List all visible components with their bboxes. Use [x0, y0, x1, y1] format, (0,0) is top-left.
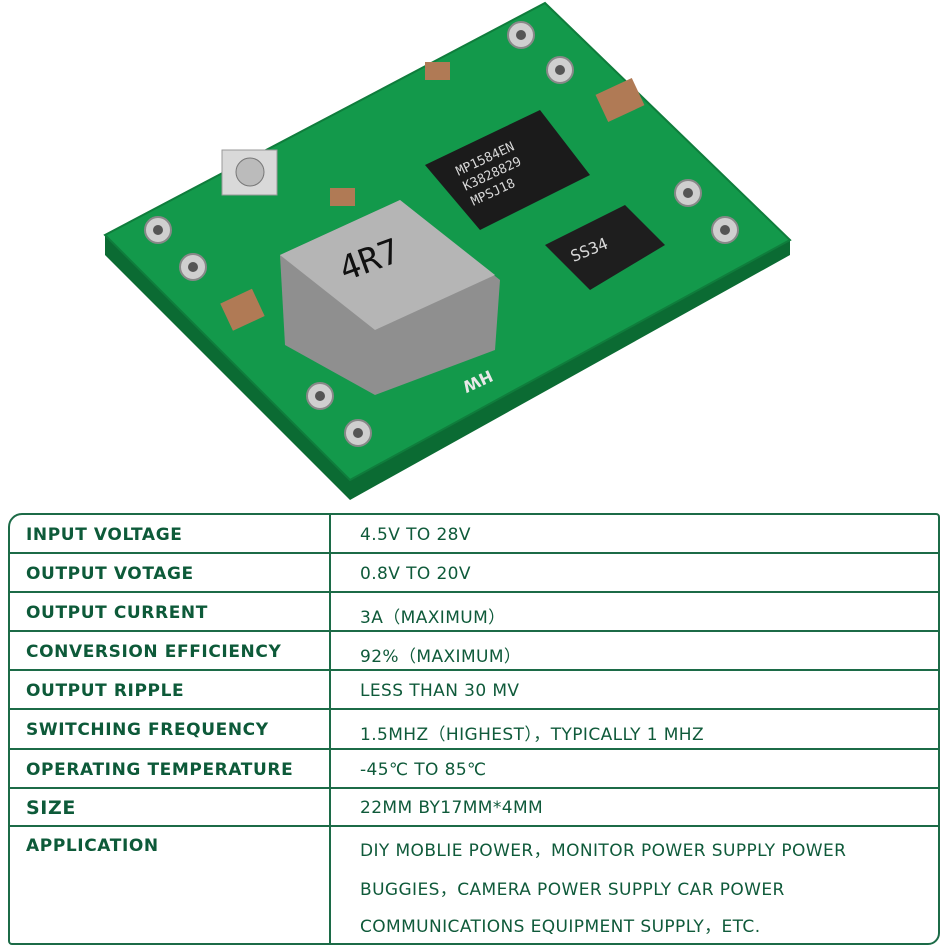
spec-value-line: DIY MOBLIE POWER，MONITOR POWER SUPPLY PO…: [360, 841, 847, 861]
table-row: SIZE 22MM BY17MM*4MM: [10, 789, 938, 827]
potentiometer: [221, 149, 278, 196]
pcb-module-image: 4R7 MP1584EN K3828829 MPSJ18 SS34 HW: [103, 1, 792, 500]
spec-table: INPUT VOLTAGE 4.5V TO 28V OUTPUT VOTAGE 0.…: [8, 513, 940, 945]
spec-label: APPLICATION: [26, 836, 159, 856]
table-row: OPERATING TEMPERATURE -45℃ TO 85℃: [10, 750, 938, 789]
spec-value: 4.5V TO 28V: [360, 525, 471, 545]
spec-label: OUTPUT VOTAGE: [26, 564, 194, 584]
spec-value: 0.8V TO 20V: [360, 564, 471, 584]
spec-label: CONVERSION EFFICIENCY: [26, 642, 282, 662]
spec-label: OUTPUT RIPPLE: [26, 681, 185, 701]
spec-value: LESS THAN 30 MV: [360, 681, 520, 701]
table-row: OUTPUT VOTAGE 0.8V TO 20V: [10, 554, 938, 593]
spec-value: 22MM BY17MM*4MM: [360, 798, 544, 818]
inductor: 4R7: [280, 200, 500, 395]
column-divider: [329, 515, 331, 943]
spec-value-line: BUGGIES，CAMERA POWER SUPPLY CAR POWER: [360, 880, 785, 900]
spec-label: OPERATING TEMPERATURE: [26, 760, 294, 780]
spec-label: INPUT VOLTAGE: [26, 525, 183, 545]
capacitors: [220, 62, 645, 331]
spec-label: OUTPUT CURRENT: [26, 603, 208, 623]
spec-value-line: COMMUNICATIONS EQUIPMENT SUPPLY，ETC.: [360, 917, 761, 937]
spec-value: 3A（MAXIMUM）: [360, 608, 506, 628]
spec-label: SIZE: [26, 797, 76, 819]
spec-value: -45℃ TO 85℃: [360, 760, 487, 780]
table-row: OUTPUT RIPPLE LESS THAN 30 MV: [10, 671, 938, 710]
table-row: INPUT VOLTAGE 4.5V TO 28V: [10, 515, 938, 554]
spec-value: 92%（MAXIMUM）: [360, 647, 522, 667]
diode: SS34: [545, 205, 665, 290]
table-row: CONVERSION EFFICIENCY 92%（MAXIMUM）: [10, 632, 938, 671]
table-row: APPLICATION DIY MOBLIE POWER，MONITOR POW…: [10, 827, 938, 945]
spec-label: SWITCHING FREQUENCY: [26, 720, 269, 740]
ic-chip: MP1584EN K3828829 MPSJ18: [425, 110, 590, 230]
table-row: OUTPUT CURRENT 3A（MAXIMUM）: [10, 593, 938, 632]
spec-value: 1.5MHZ（HIGHEST），TYPICALLY 1 MHZ: [360, 725, 705, 745]
table-row: SWITCHING FREQUENCY 1.5MHZ（HIGHEST），TYPIC…: [10, 710, 938, 750]
